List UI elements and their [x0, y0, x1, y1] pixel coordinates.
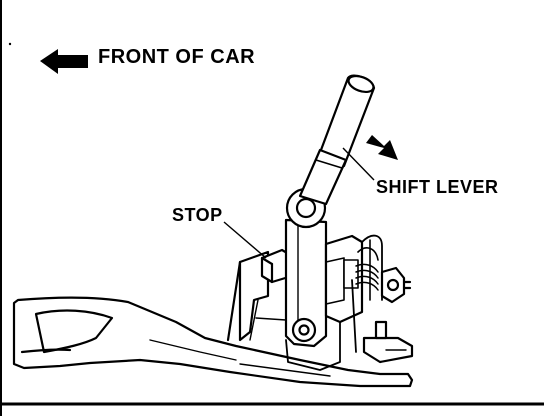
stop-leader [223, 221, 267, 259]
detent-spring [361, 234, 383, 301]
lever-housing [284, 218, 328, 348]
left-arrow-icon [40, 49, 88, 74]
down-right-arrow-icon [366, 135, 398, 160]
coil-spring [355, 263, 379, 291]
shift-lever-leader [342, 147, 375, 181]
front-of-car-label: FRONT OF CAR [98, 46, 256, 68]
stop-label: STOP [172, 205, 223, 225]
shift-lever-lower [298, 148, 348, 206]
scan-dot [8, 42, 12, 46]
base-plate [12, 296, 414, 388]
shift-lever-label: SHIFT LEVER [376, 177, 499, 197]
shift-mechanism [12, 74, 414, 388]
